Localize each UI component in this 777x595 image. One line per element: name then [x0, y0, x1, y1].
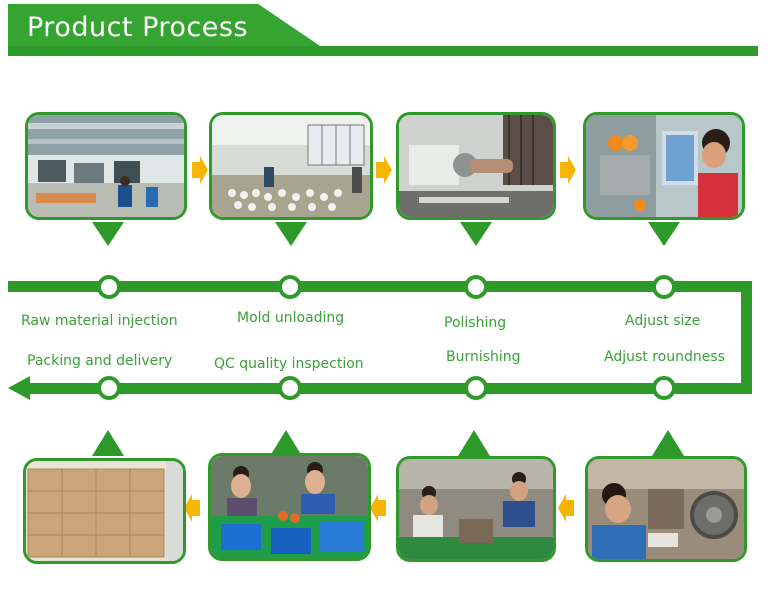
- arrow-right-icon: [376, 156, 392, 184]
- node-circle: [97, 376, 121, 400]
- qc-photo: [208, 453, 371, 561]
- packing-photo: [23, 458, 186, 564]
- polishing-photo: [396, 112, 556, 220]
- adjust-size-photo: [583, 112, 745, 220]
- header-banner: [8, 4, 758, 56]
- node-circle: [464, 275, 488, 299]
- burnishing-photo: [396, 456, 556, 562]
- step-label-burnishing: Burnishing: [446, 349, 521, 365]
- step-label-packing: Packing and delivery: [27, 353, 173, 369]
- node-circle: [652, 275, 676, 299]
- arrow-left-icon: [8, 376, 30, 400]
- roundness-photo: [585, 456, 747, 562]
- step-label-adjust-size: Adjust size: [625, 313, 701, 329]
- step-label-qc: QC quality inspection: [214, 356, 364, 372]
- node-circle: [278, 275, 302, 299]
- arrow-left-orange-icon: [370, 494, 386, 522]
- arrow-left-orange-icon: [184, 494, 200, 522]
- step-label-polishing: Polishing: [444, 315, 507, 331]
- node-circle: [652, 376, 676, 400]
- page-title: Product Process: [27, 12, 249, 43]
- arrow-left-orange-icon: [558, 494, 574, 522]
- workshop-photo: [25, 112, 187, 220]
- node-circle: [97, 275, 121, 299]
- step-label-raw-material: Raw material injection: [21, 313, 178, 329]
- arrow-right-icon: [192, 156, 208, 184]
- step-label-adjust-roundness: Adjust roundness: [604, 349, 725, 365]
- node-circle: [464, 376, 488, 400]
- step-label-mold-unloading: Mold unloading: [237, 310, 345, 326]
- node-circle: [278, 376, 302, 400]
- mold-photo: [209, 112, 373, 220]
- arrow-right-icon: [560, 156, 576, 184]
